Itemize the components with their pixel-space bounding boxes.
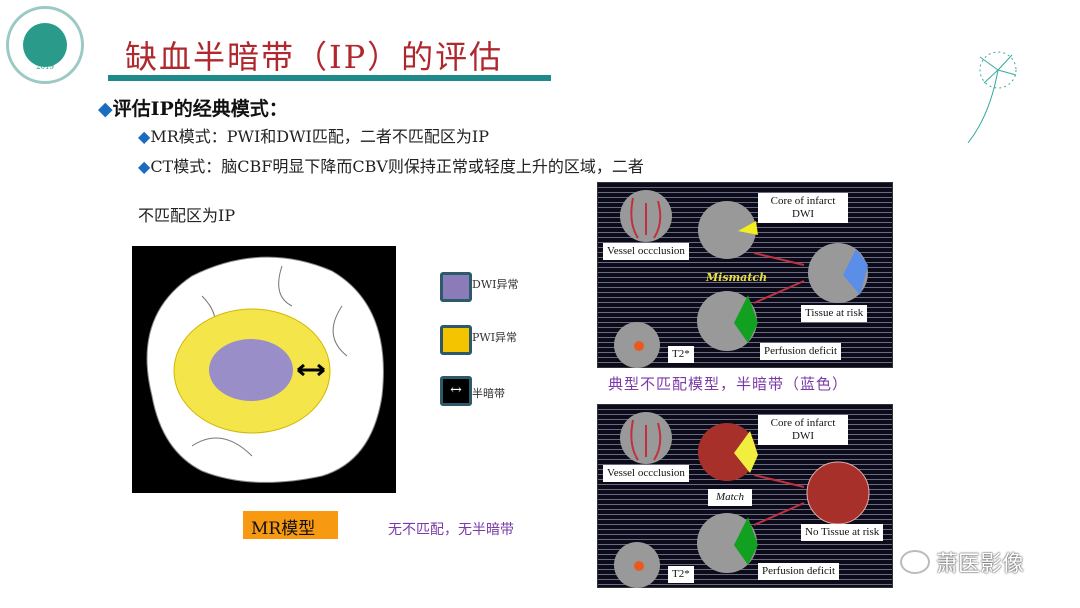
brain-figure (132, 246, 396, 493)
hospital-logo: 2019 (6, 6, 84, 84)
mismatch-caption: 典型不匹配模型，半暗带（蓝色） (608, 375, 849, 393)
watermark: 萧医影像 (900, 546, 1024, 578)
mismatch-label: Mismatch (706, 271, 768, 284)
vessel-occlusion-label: Vessel occclusion (603, 243, 689, 260)
core-infarct-label: Core of infarct DWI (758, 415, 848, 445)
title-underline (108, 75, 551, 81)
no-tissue-risk-label: No Tissue at risk (801, 524, 884, 541)
vessel-occlusion-label: Vessel occclusion (603, 465, 689, 482)
core-infarct-label: Core of infarct DWI (758, 193, 848, 223)
t2-label: T2* (668, 346, 694, 363)
match-label: Match (708, 489, 752, 506)
slide-title: 缺血半暗带（IP）的评估 (125, 38, 504, 76)
logo-emblem-icon (23, 23, 67, 67)
bullet-mr: ◆MR模式：PWI和DWI匹配，二者不匹配区为IP (138, 127, 489, 146)
legend-penumbra-swatch: ↔ (440, 376, 472, 406)
bullet-text: MR模式：PWI和DWI匹配，二者不匹配区为IP (150, 127, 489, 146)
legend-dwi-label: DWI异常 (472, 278, 519, 291)
no-mismatch-note: 无不匹配，无半暗带 (388, 522, 514, 538)
match-panel: Core of infarct DWI Vessel occclusion Ma… (597, 404, 893, 588)
brain-diagram (146, 256, 384, 483)
watermark-text: 萧医影像 (936, 552, 1025, 577)
bullet-ct-cont: 不匹配区为IP (138, 206, 236, 225)
bullet-ct: ◆CT模式：脑CBF明显下降而CBV则保持正常或轻度上升的区域，二者 (138, 157, 644, 176)
dandelion-icon (967, 51, 1017, 144)
mr-model-label: MR模型 (243, 511, 338, 539)
perfusion-deficit-label: Perfusion deficit (758, 563, 840, 580)
mismatch-diagram (614, 190, 868, 368)
t2-label: T2* (668, 566, 694, 583)
heading-text: 评估IP的经典模式： (112, 98, 288, 120)
legend-pwi-swatch (440, 325, 472, 355)
logo-year: 2019 (36, 63, 54, 71)
perfusion-deficit-label: Perfusion deficit (760, 343, 842, 360)
mismatch-panel: Core of infarct DWI Vessel occclusion Mi… (597, 182, 893, 368)
legend-pwi-label: PWI异常 (472, 331, 518, 344)
bullet-text: CT模式：脑CBF明显下降而CBV则保持正常或轻度上升的区域，二者 (150, 157, 644, 176)
legend-dwi-swatch (440, 272, 472, 302)
wechat-icon (900, 550, 930, 574)
heading-bullet: ◆评估IP的经典模式： (98, 98, 288, 120)
match-diagram (614, 412, 870, 588)
legend-penumbra-label: 半暗带 (472, 387, 505, 400)
tissue-risk-label: Tissue at risk (801, 305, 868, 322)
